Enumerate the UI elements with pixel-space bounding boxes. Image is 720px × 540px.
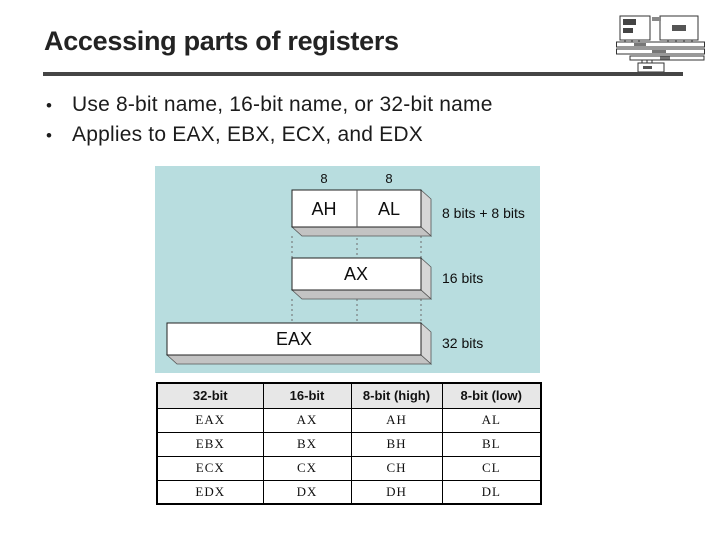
table-row: ECX CX CH CL [156, 455, 542, 481]
table-row: EDX DX DH DL [156, 479, 542, 505]
bus-label [634, 43, 646, 46]
ax-box [290, 257, 433, 300]
register-diagram-svg: 8 8 AH AL 8 bits + 8 bits AX 16 bits EAX… [165, 171, 525, 365]
bus-label [660, 56, 670, 60]
cpu-inner-label [623, 28, 633, 33]
table-row: EBX BX BH BL [156, 431, 542, 457]
table-row: EAX AX AH AL [156, 407, 542, 433]
eax-register-label: EAX [276, 329, 312, 349]
computer-architecture-icon [616, 15, 705, 72]
bullet-text: Use 8-bit name, 16-bit name, or 32-bit n… [72, 93, 493, 116]
bullet-list: • Use 8-bit name, 16-bit name, or 32-bit… [46, 90, 686, 150]
memory-label [672, 25, 686, 31]
table-cell: DL [441, 479, 542, 505]
cpu-inner-label [623, 19, 636, 25]
annotation-32bits: 32 bits [442, 335, 483, 351]
table-header-row: 32-bit 16-bit 8-bit (high) 8-bit (low) [156, 382, 542, 409]
column-header: 16-bit [262, 382, 352, 409]
column-header: 8-bit (low) [441, 382, 542, 409]
ah-register-label: AH [311, 199, 336, 219]
table-cell: EDX [156, 479, 264, 505]
table-cell: CX [262, 455, 352, 481]
annotation-8bits: 8 bits + 8 bits [442, 205, 525, 221]
annotation-16bits: 16 bits [442, 270, 483, 286]
bus-bar-1 [616, 41, 705, 48]
table-cell: DX [262, 479, 352, 505]
column-header: 32-bit [156, 382, 264, 409]
cpu-tag [652, 17, 661, 21]
table-cell: DH [350, 479, 443, 505]
bus-label [652, 50, 666, 53]
register-name-table: 32-bit 16-bit 8-bit (high) 8-bit (low) E… [156, 382, 542, 505]
table-cell: EBX [156, 431, 264, 457]
title-divider [43, 72, 683, 76]
table-cell: BL [441, 431, 542, 457]
table-cell: BX [262, 431, 352, 457]
table-cell: AX [262, 407, 352, 433]
bit-count-high: 8 [320, 171, 327, 186]
page-title: Accessing parts of registers [44, 26, 399, 56]
column-header: 8-bit (high) [350, 382, 443, 409]
bit-count-low: 8 [385, 171, 392, 186]
list-item: • Applies to EAX, EBX, ECX, and EDX [46, 120, 686, 150]
register-diagram: 8 8 AH AL 8 bits + 8 bits AX 16 bits EAX… [155, 166, 540, 373]
table-cell: AH [350, 407, 443, 433]
table-cell: CL [441, 455, 542, 481]
ax-register-label: AX [344, 264, 368, 284]
al-register-label: AL [378, 199, 400, 219]
table-cell: ECX [156, 455, 264, 481]
table-cell: EAX [156, 407, 264, 433]
io-label [643, 66, 652, 69]
bullet-text: Applies to EAX, EBX, ECX, and EDX [72, 123, 423, 146]
table-cell: CH [350, 455, 443, 481]
list-item: • Use 8-bit name, 16-bit name, or 32-bit… [46, 90, 686, 120]
bullet-icon: • [46, 96, 53, 115]
ah-al-box [290, 189, 433, 237]
bullet-icon: • [46, 126, 53, 145]
eax-box [165, 322, 433, 365]
table-cell: AL [441, 407, 542, 433]
table-cell: BH [350, 431, 443, 457]
